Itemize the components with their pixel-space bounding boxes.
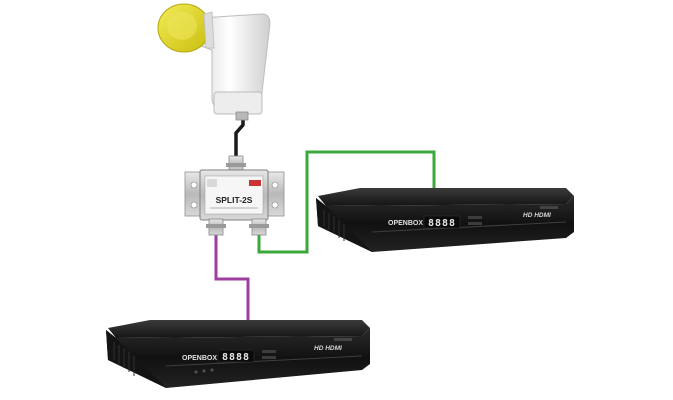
receiver-right: OPENBOX 8888 HD HDMI xyxy=(316,188,574,252)
cable-splitter-to-right-receiver xyxy=(257,150,436,254)
receiver-right-display-panel xyxy=(423,215,461,229)
splitter-device: SPLIT-2S xyxy=(184,155,285,236)
cable-splitter-to-bottom-receiver xyxy=(214,232,250,322)
lnb-device xyxy=(157,3,271,121)
receiver-bottom-display: 8888 xyxy=(222,352,250,363)
receiver-right-badge: HD HDMI xyxy=(523,212,551,219)
receiver-right-brand: OPENBOX xyxy=(388,220,423,227)
lnb-cap xyxy=(157,3,211,53)
receiver-bottom: OPENBOX 8888 HD HDMI xyxy=(106,320,370,388)
receiver-bottom-badge: HD HDMI xyxy=(314,345,342,352)
splitter-label: SPLIT-2S xyxy=(216,195,253,205)
receiver-bottom-brand: OPENBOX xyxy=(182,355,217,362)
receiver-bottom-display-panel xyxy=(217,349,255,363)
receiver-right-display: 8888 xyxy=(428,218,456,229)
